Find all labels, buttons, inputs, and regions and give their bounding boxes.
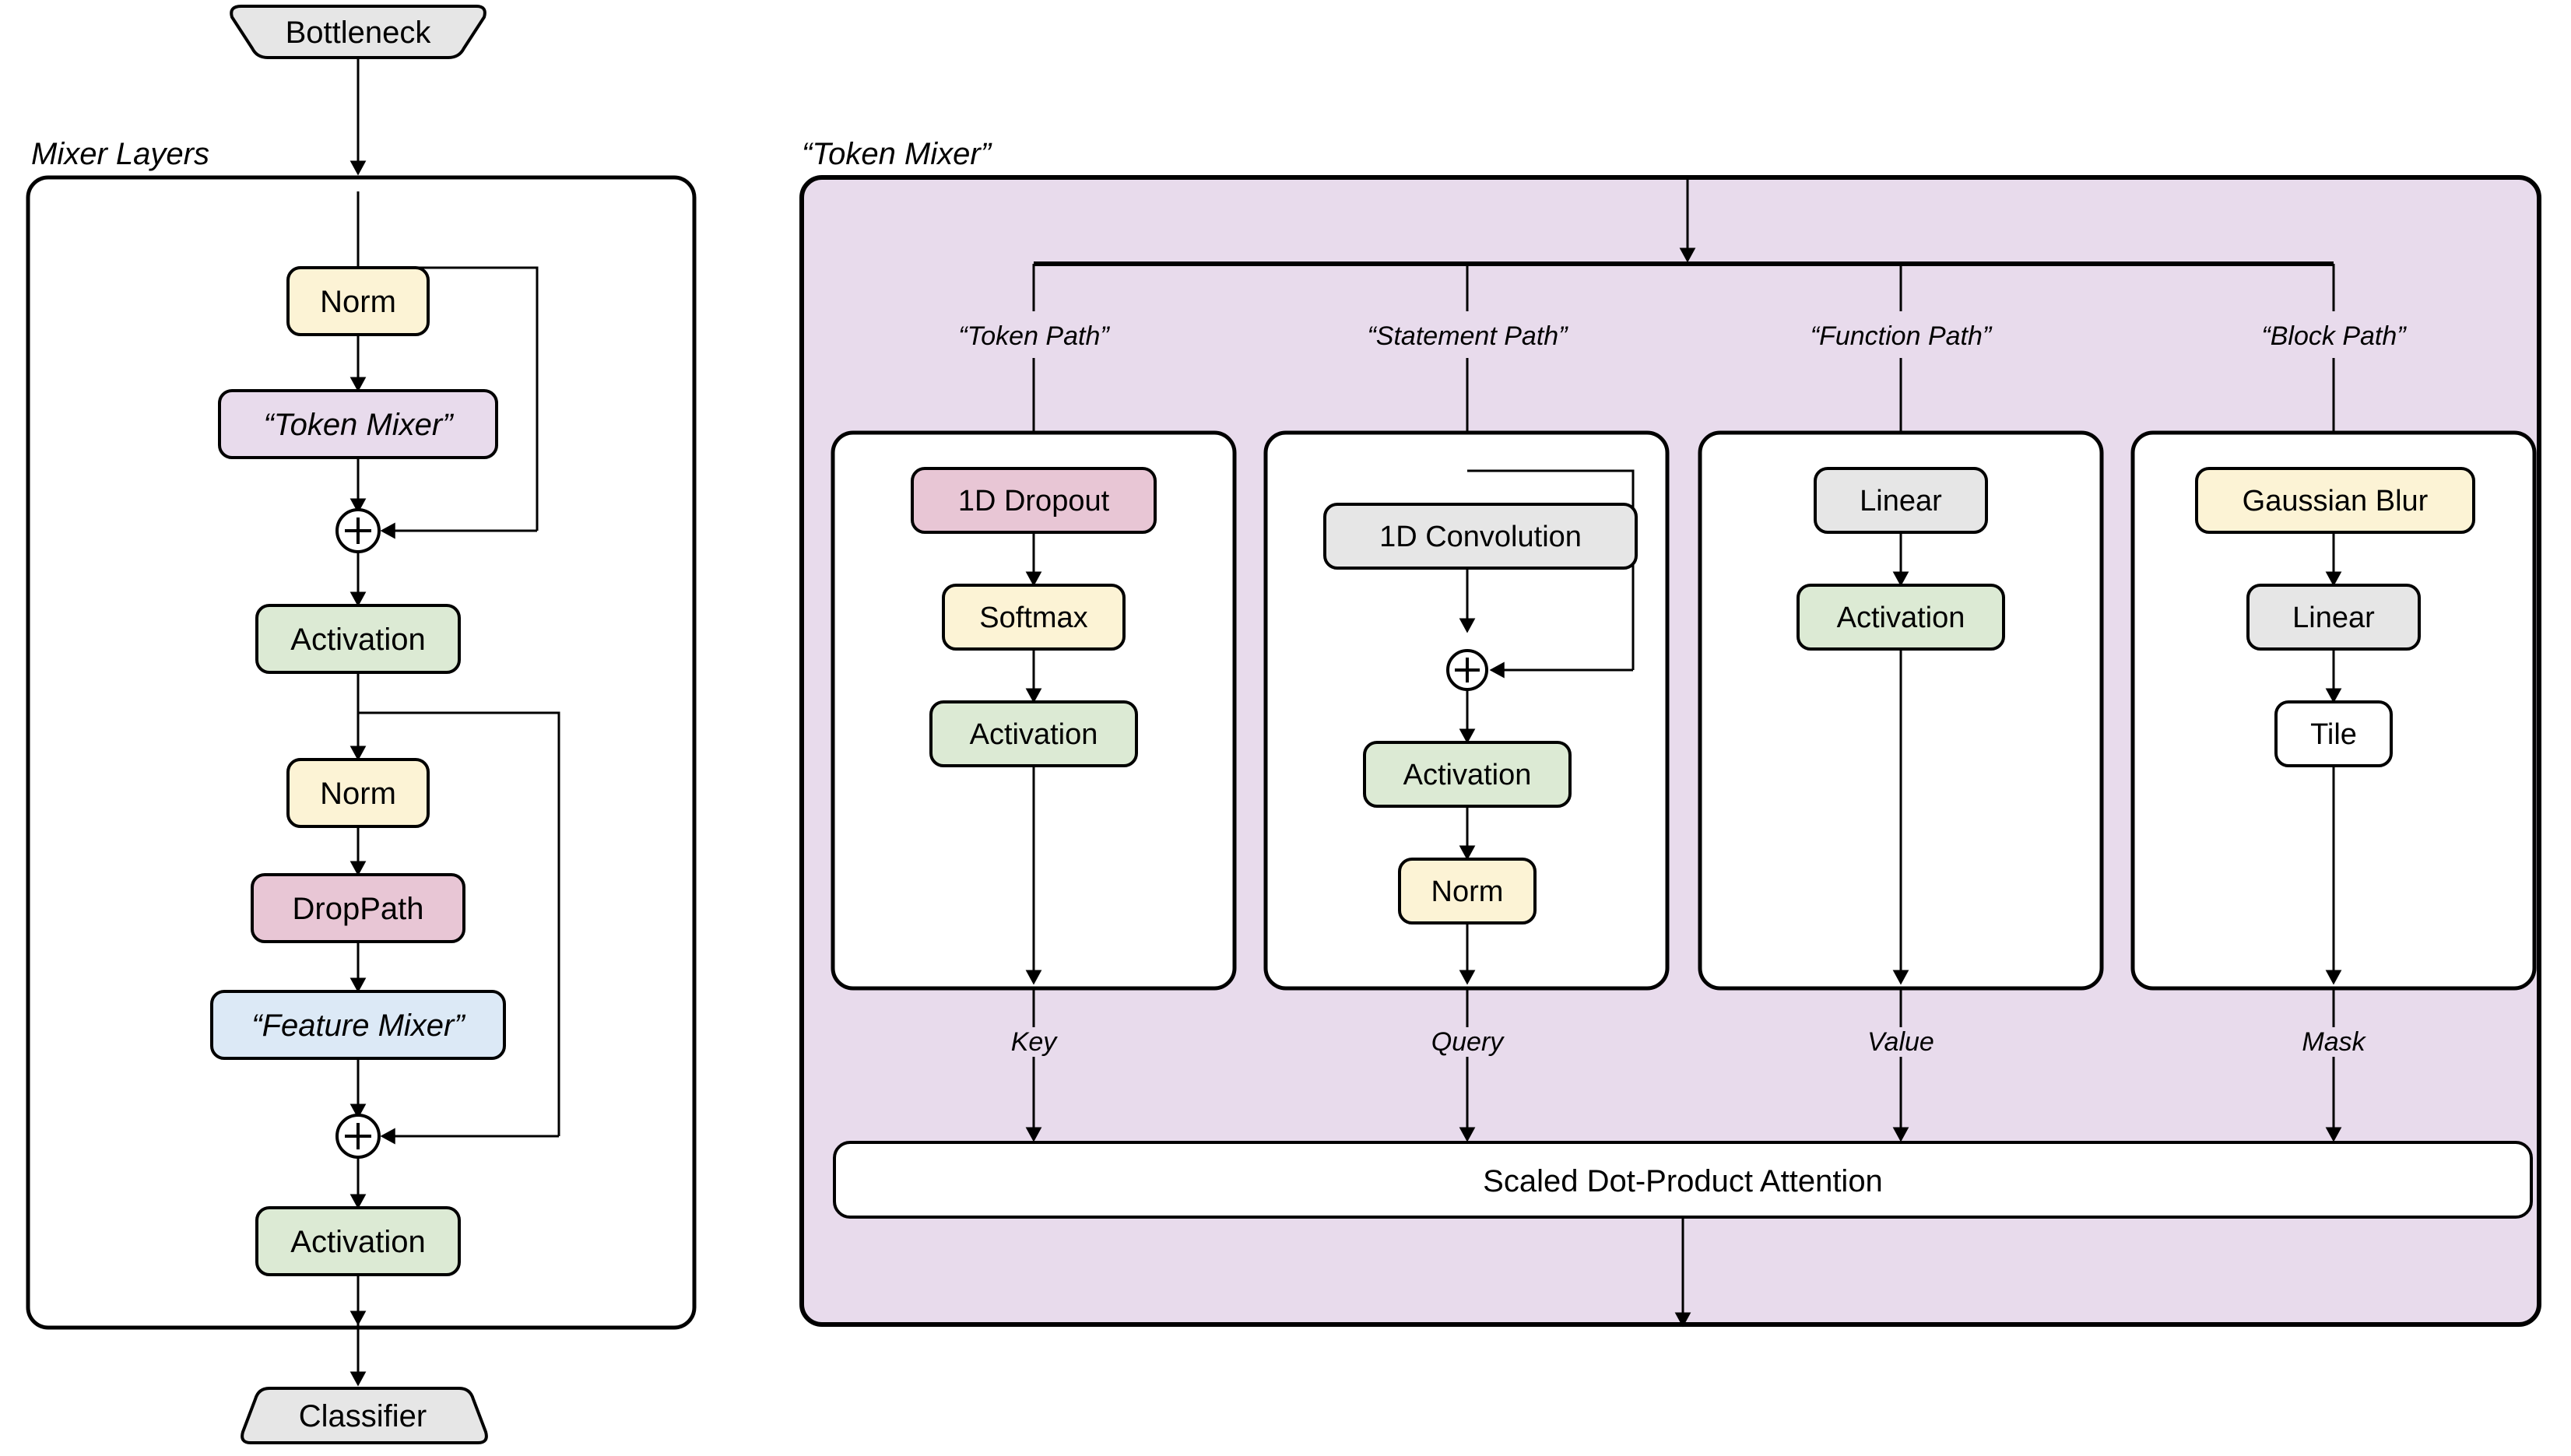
node-softmax-label: Softmax bbox=[979, 602, 1087, 634]
node-softmax[interactable]: Softmax bbox=[942, 584, 1126, 651]
node-droppath[interactable]: DropPath bbox=[251, 873, 465, 943]
node-activation-1-label: Activation bbox=[290, 623, 425, 657]
io-label-key: Key bbox=[1011, 1027, 1059, 1057]
node-norm-1[interactable]: Norm bbox=[286, 266, 430, 336]
path-label-function: “Function Path” bbox=[1811, 321, 1993, 351]
edge-statement-residual-out bbox=[1467, 469, 1635, 670]
node-droppath-label: DropPath bbox=[293, 892, 424, 926]
node-norm-2-label: Norm bbox=[320, 777, 396, 811]
node-1d-convolution[interactable]: 1D Convolution bbox=[1323, 503, 1638, 570]
token-mixer-panel-title: “Token Mixer” bbox=[802, 137, 992, 171]
node-gaussian-blur[interactable]: Gaussian Blur bbox=[2195, 467, 2475, 534]
node-norm-1-label: Norm bbox=[320, 285, 396, 319]
node-classifier[interactable]: Classifier bbox=[241, 1387, 488, 1444]
path-label-token: “Token Path” bbox=[958, 321, 1110, 351]
plus-icon bbox=[345, 1123, 371, 1149]
node-1d-dropout[interactable]: 1D Dropout bbox=[911, 467, 1157, 534]
io-label-query: Query bbox=[1431, 1027, 1505, 1057]
node-attention-label: Scaled Dot-Product Attention bbox=[1483, 1164, 1883, 1198]
node-block-linear-label: Linear bbox=[2292, 602, 2375, 634]
plus-icon bbox=[1455, 658, 1480, 682]
node-tile[interactable]: Tile bbox=[2274, 700, 2393, 767]
node-gaussian-blur-label: Gaussian Blur bbox=[2243, 485, 2429, 517]
node-function-activation-label: Activation bbox=[1837, 602, 1965, 634]
node-tile-label: Tile bbox=[2310, 718, 2357, 751]
node-activation-2[interactable]: Activation bbox=[255, 1206, 461, 1276]
node-bottleneck[interactable]: Bottleneck bbox=[230, 5, 486, 59]
path-label-block: “Block Path” bbox=[2261, 321, 2407, 351]
node-feature-mixer-label: “Feature Mixer” bbox=[251, 1009, 465, 1043]
node-feature-mixer[interactable]: “Feature Mixer” bbox=[210, 990, 506, 1060]
node-classifier-label: Classifier bbox=[299, 1399, 427, 1433]
node-1d-dropout-label: 1D Dropout bbox=[958, 485, 1110, 517]
node-function-linear-label: Linear bbox=[1860, 485, 1942, 517]
plus-icon bbox=[345, 517, 371, 544]
node-statement-add[interactable] bbox=[1446, 649, 1488, 691]
edge-residual-2-out bbox=[358, 711, 560, 1136]
node-scaled-dot-product-attention[interactable]: Scaled Dot-Product Attention bbox=[833, 1141, 2533, 1219]
node-norm-2[interactable]: Norm bbox=[286, 758, 430, 828]
node-bottleneck-label: Bottleneck bbox=[286, 16, 432, 50]
node-function-linear[interactable]: Linear bbox=[1814, 467, 1988, 534]
mixer-layers-container bbox=[26, 175, 697, 1330]
node-token-activation[interactable]: Activation bbox=[929, 700, 1138, 767]
node-activation-1[interactable]: Activation bbox=[255, 604, 461, 674]
node-function-activation[interactable]: Activation bbox=[1797, 584, 2005, 651]
path-label-statement: “Statement Path” bbox=[1367, 321, 1568, 351]
node-token-mixer-label: “Token Mixer” bbox=[263, 408, 454, 442]
node-residual-add-2[interactable] bbox=[335, 1114, 381, 1159]
node-token-activation-label: Activation bbox=[970, 718, 1098, 751]
node-block-linear[interactable]: Linear bbox=[2246, 584, 2421, 651]
node-statement-norm-label: Norm bbox=[1431, 875, 1504, 908]
mixer-layers-title: Mixer Layers bbox=[31, 137, 209, 171]
node-1d-convolution-label: 1D Convolution bbox=[1379, 521, 1582, 553]
io-label-mask: Mask bbox=[2302, 1027, 2366, 1057]
io-label-value: Value bbox=[1867, 1027, 1934, 1057]
node-activation-2-label: Activation bbox=[290, 1225, 425, 1259]
node-statement-activation-label: Activation bbox=[1403, 759, 1532, 791]
node-statement-activation[interactable]: Activation bbox=[1363, 741, 1572, 808]
node-token-mixer[interactable]: “Token Mixer” bbox=[218, 389, 498, 459]
node-residual-add-1[interactable] bbox=[335, 508, 381, 553]
node-statement-norm[interactable]: Norm bbox=[1398, 858, 1537, 924]
